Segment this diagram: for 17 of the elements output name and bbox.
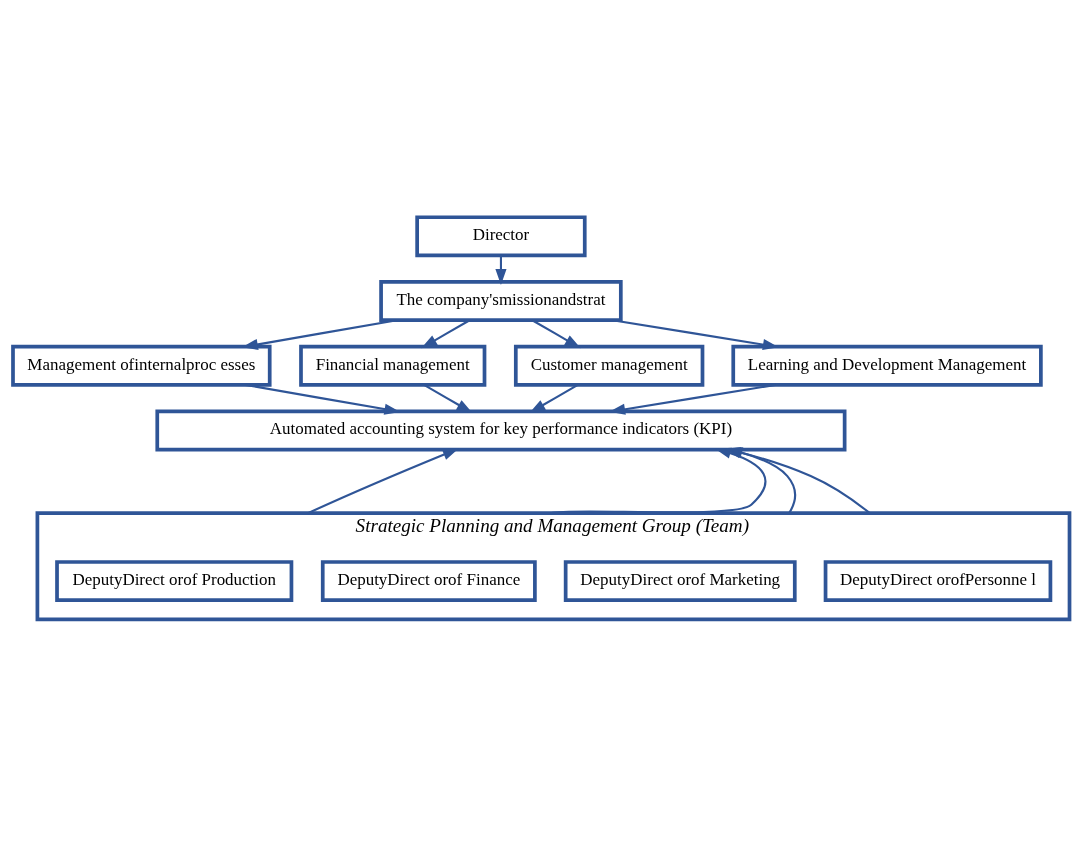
arrow [423,384,473,413]
node-box: Management ofinternalproc esses [11,344,272,387]
arrow [421,319,471,349]
node-box: DeputyDirect orof Finance [320,560,537,603]
node-box: The company'smissionandstrat [379,280,623,322]
node-box: DeputyDirect orof Marketing [563,560,797,603]
arrow [307,448,459,515]
node-box: Automated accounting system for key performance indicators (KPI) [155,409,847,452]
node-box: Customer management [513,344,705,387]
node-box: DeputyDirect orofPersonne l [823,560,1053,603]
node-box: Director [415,215,587,258]
arrow [529,384,579,413]
arrow [531,319,581,349]
node-box: Learning and Development Management [731,344,1043,387]
arrow [609,383,776,415]
node-box: DeputyDirect orof Production [55,560,294,603]
node-box: Financial management [299,344,487,387]
